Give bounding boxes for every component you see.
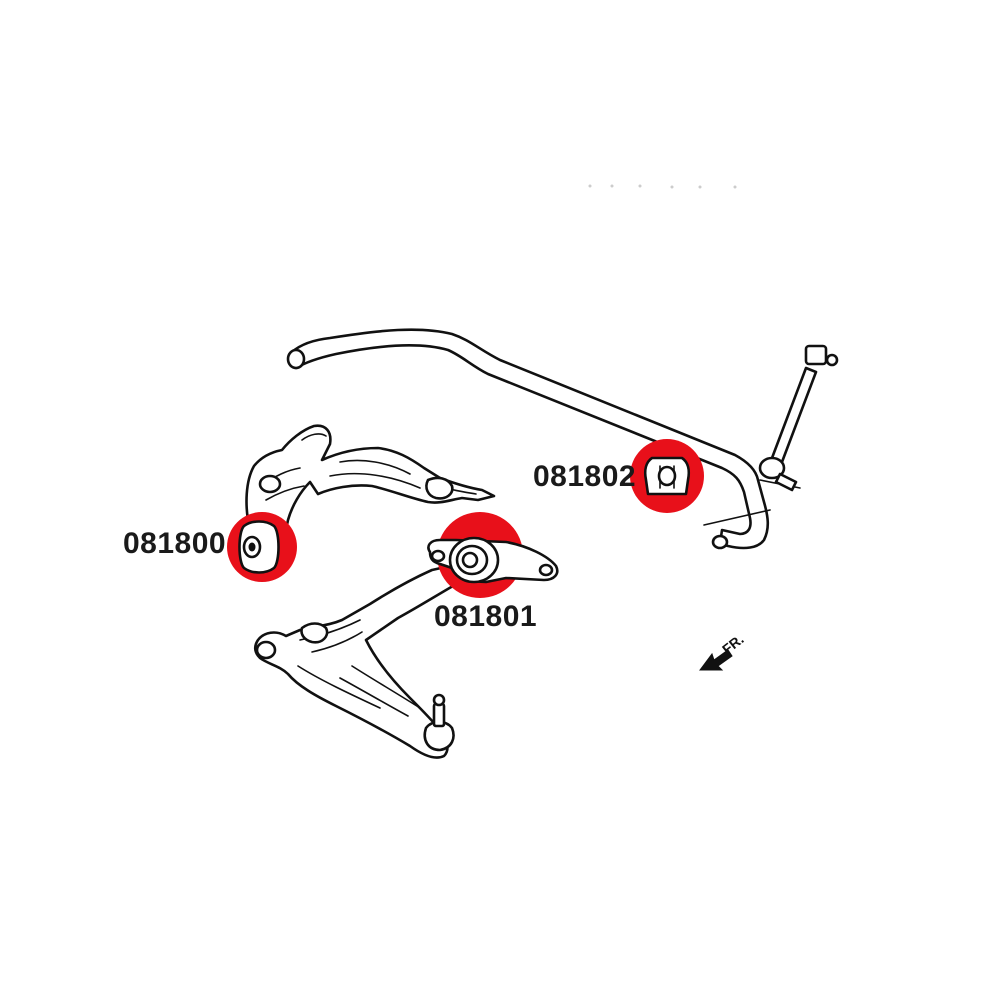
front-direction-marker: FR. [699,631,747,671]
faint-marks [588,184,737,189]
stabilizer-bar [286,328,801,550]
upper-arm-part-label: 081800 [123,527,227,560]
upper-arm-bushing [227,512,297,582]
upper-control-arm [245,424,496,554]
stabilizer-bushing [630,439,704,513]
stabilizer-end-link [758,344,839,492]
lower-arm-part-label: 081801 [434,600,538,633]
lower-control-arm [253,564,462,759]
stabilizer-part-label: 081802 [533,460,637,493]
lower-arm-bushing [427,512,559,598]
front-arrow-icon [699,649,733,671]
